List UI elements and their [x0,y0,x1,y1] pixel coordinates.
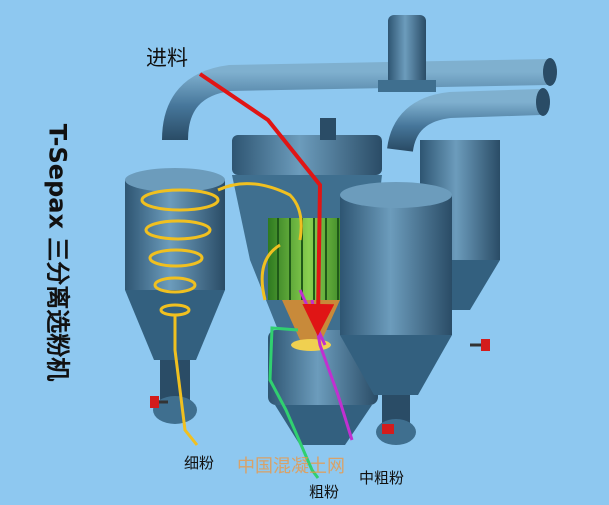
title-text: T-Sepax 三分离选粉机 [30,92,90,412]
coarse-powder-flow [268,326,320,479]
feed-label: 进料 [146,46,188,70]
coarse-powder-label: 粗粉 [309,483,340,501]
page-title: T-Sepax 三分离选粉机 [43,123,72,381]
top-pipes [162,15,557,153]
top-motor-housing [388,15,426,85]
feed-arrow [198,72,335,336]
bottom-valve-icon [382,424,394,434]
valve-handles [150,339,490,434]
medium-powder-cyclone [340,182,452,445]
fine-powder-flow [140,182,303,446]
fine-powder-label: 细粉 [184,454,215,472]
right-valve-icon [481,339,490,351]
watermark: 中国混凝土网 [237,456,345,477]
medium-coarse-powder-label: 中粗粉 [359,469,405,487]
left-valve-icon [150,396,159,408]
